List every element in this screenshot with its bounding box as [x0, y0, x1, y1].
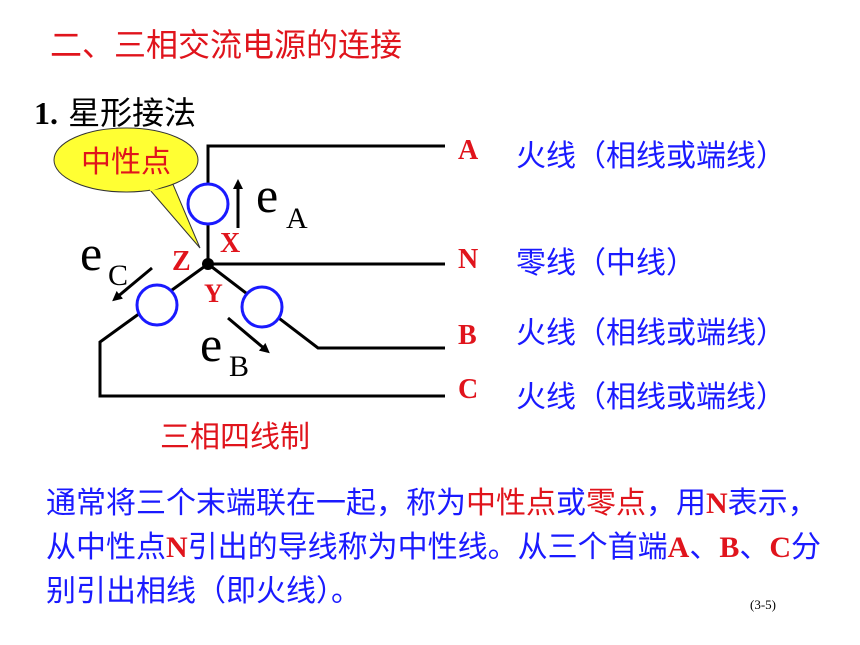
- page-number: (3-5): [750, 597, 776, 612]
- para-letter-c: C: [769, 531, 792, 564]
- emf-a-subscript: A: [286, 202, 308, 235]
- para-letter-a: A: [667, 531, 690, 564]
- emf-label-a: e A: [256, 167, 308, 235]
- coil-b: [240, 285, 284, 329]
- line-letter-b: B: [458, 320, 477, 351]
- neutral-node: [202, 258, 214, 270]
- para-text-6: 、: [689, 530, 720, 565]
- emf-c-symbol: e: [80, 225, 102, 281]
- para-letter-n-2: N: [166, 531, 188, 564]
- emf-c-subscript: C: [108, 259, 128, 292]
- emf-label-b: e B: [200, 316, 249, 383]
- para-text-1: 通常将三个末端联在一起，称为: [46, 486, 466, 521]
- line-letter-a: A: [458, 135, 479, 166]
- para-highlight-zero-point: 零点: [586, 486, 646, 521]
- emf-label-c: e C: [80, 225, 128, 292]
- page-title: 二、三相交流电源的连接: [50, 26, 403, 64]
- section-number: 1.: [34, 95, 58, 131]
- para-text-3: ，用: [646, 486, 706, 521]
- para-text-4: 表示，从中性点: [46, 486, 818, 565]
- node-label-y: Y: [204, 279, 223, 308]
- para-letter-n-1: N: [706, 487, 728, 520]
- coil-a: [186, 182, 230, 226]
- line-letter-c: C: [458, 374, 479, 405]
- para-text-7: 、: [739, 530, 770, 565]
- line-desc-b: 火线（相线或端线）: [516, 316, 786, 351]
- emf-b-symbol: e: [200, 316, 222, 372]
- explanation-paragraph: 通常将三个末端联在一起，称为中性点或零点，用N表示，从中性点N引出的导线称为中性…: [46, 482, 826, 614]
- para-letter-b: B: [719, 531, 740, 564]
- node-label-x: X: [220, 228, 240, 259]
- para-highlight-neutral-point: 中性点: [466, 486, 556, 521]
- line-desc-n: 零线（中线）: [516, 246, 696, 281]
- wire-a: [206, 144, 445, 263]
- arrow-eb: [227, 316, 270, 354]
- section-heading: 1. 星形接法: [34, 88, 196, 134]
- callout-text: 中性点: [81, 145, 171, 180]
- para-text-2: 或: [556, 486, 586, 521]
- line-desc-a: 火线（相线或端线）: [516, 139, 786, 174]
- diagram-caption: 三相四线制: [160, 420, 310, 455]
- line-letter-n: N: [458, 244, 479, 275]
- coils: [135, 182, 284, 329]
- section-heading-text: 星形接法: [68, 94, 197, 132]
- node-label-z: Z: [172, 246, 191, 277]
- line-desc-c: 火线（相线或端线）: [516, 380, 786, 415]
- wire-b: [207, 262, 445, 350]
- emf-b-subscript: B: [229, 350, 249, 383]
- coil-c: [135, 283, 179, 327]
- emf-a-symbol: e: [256, 167, 278, 223]
- para-text-5: 引出的导线称为中性线。从三个首端: [187, 530, 668, 565]
- neutral-point-callout: 中性点: [53, 127, 201, 249]
- para-text-8: 分别引出相线（即火线）。: [46, 530, 822, 609]
- wire-c: [98, 262, 445, 398]
- arrow-ec: [112, 266, 153, 302]
